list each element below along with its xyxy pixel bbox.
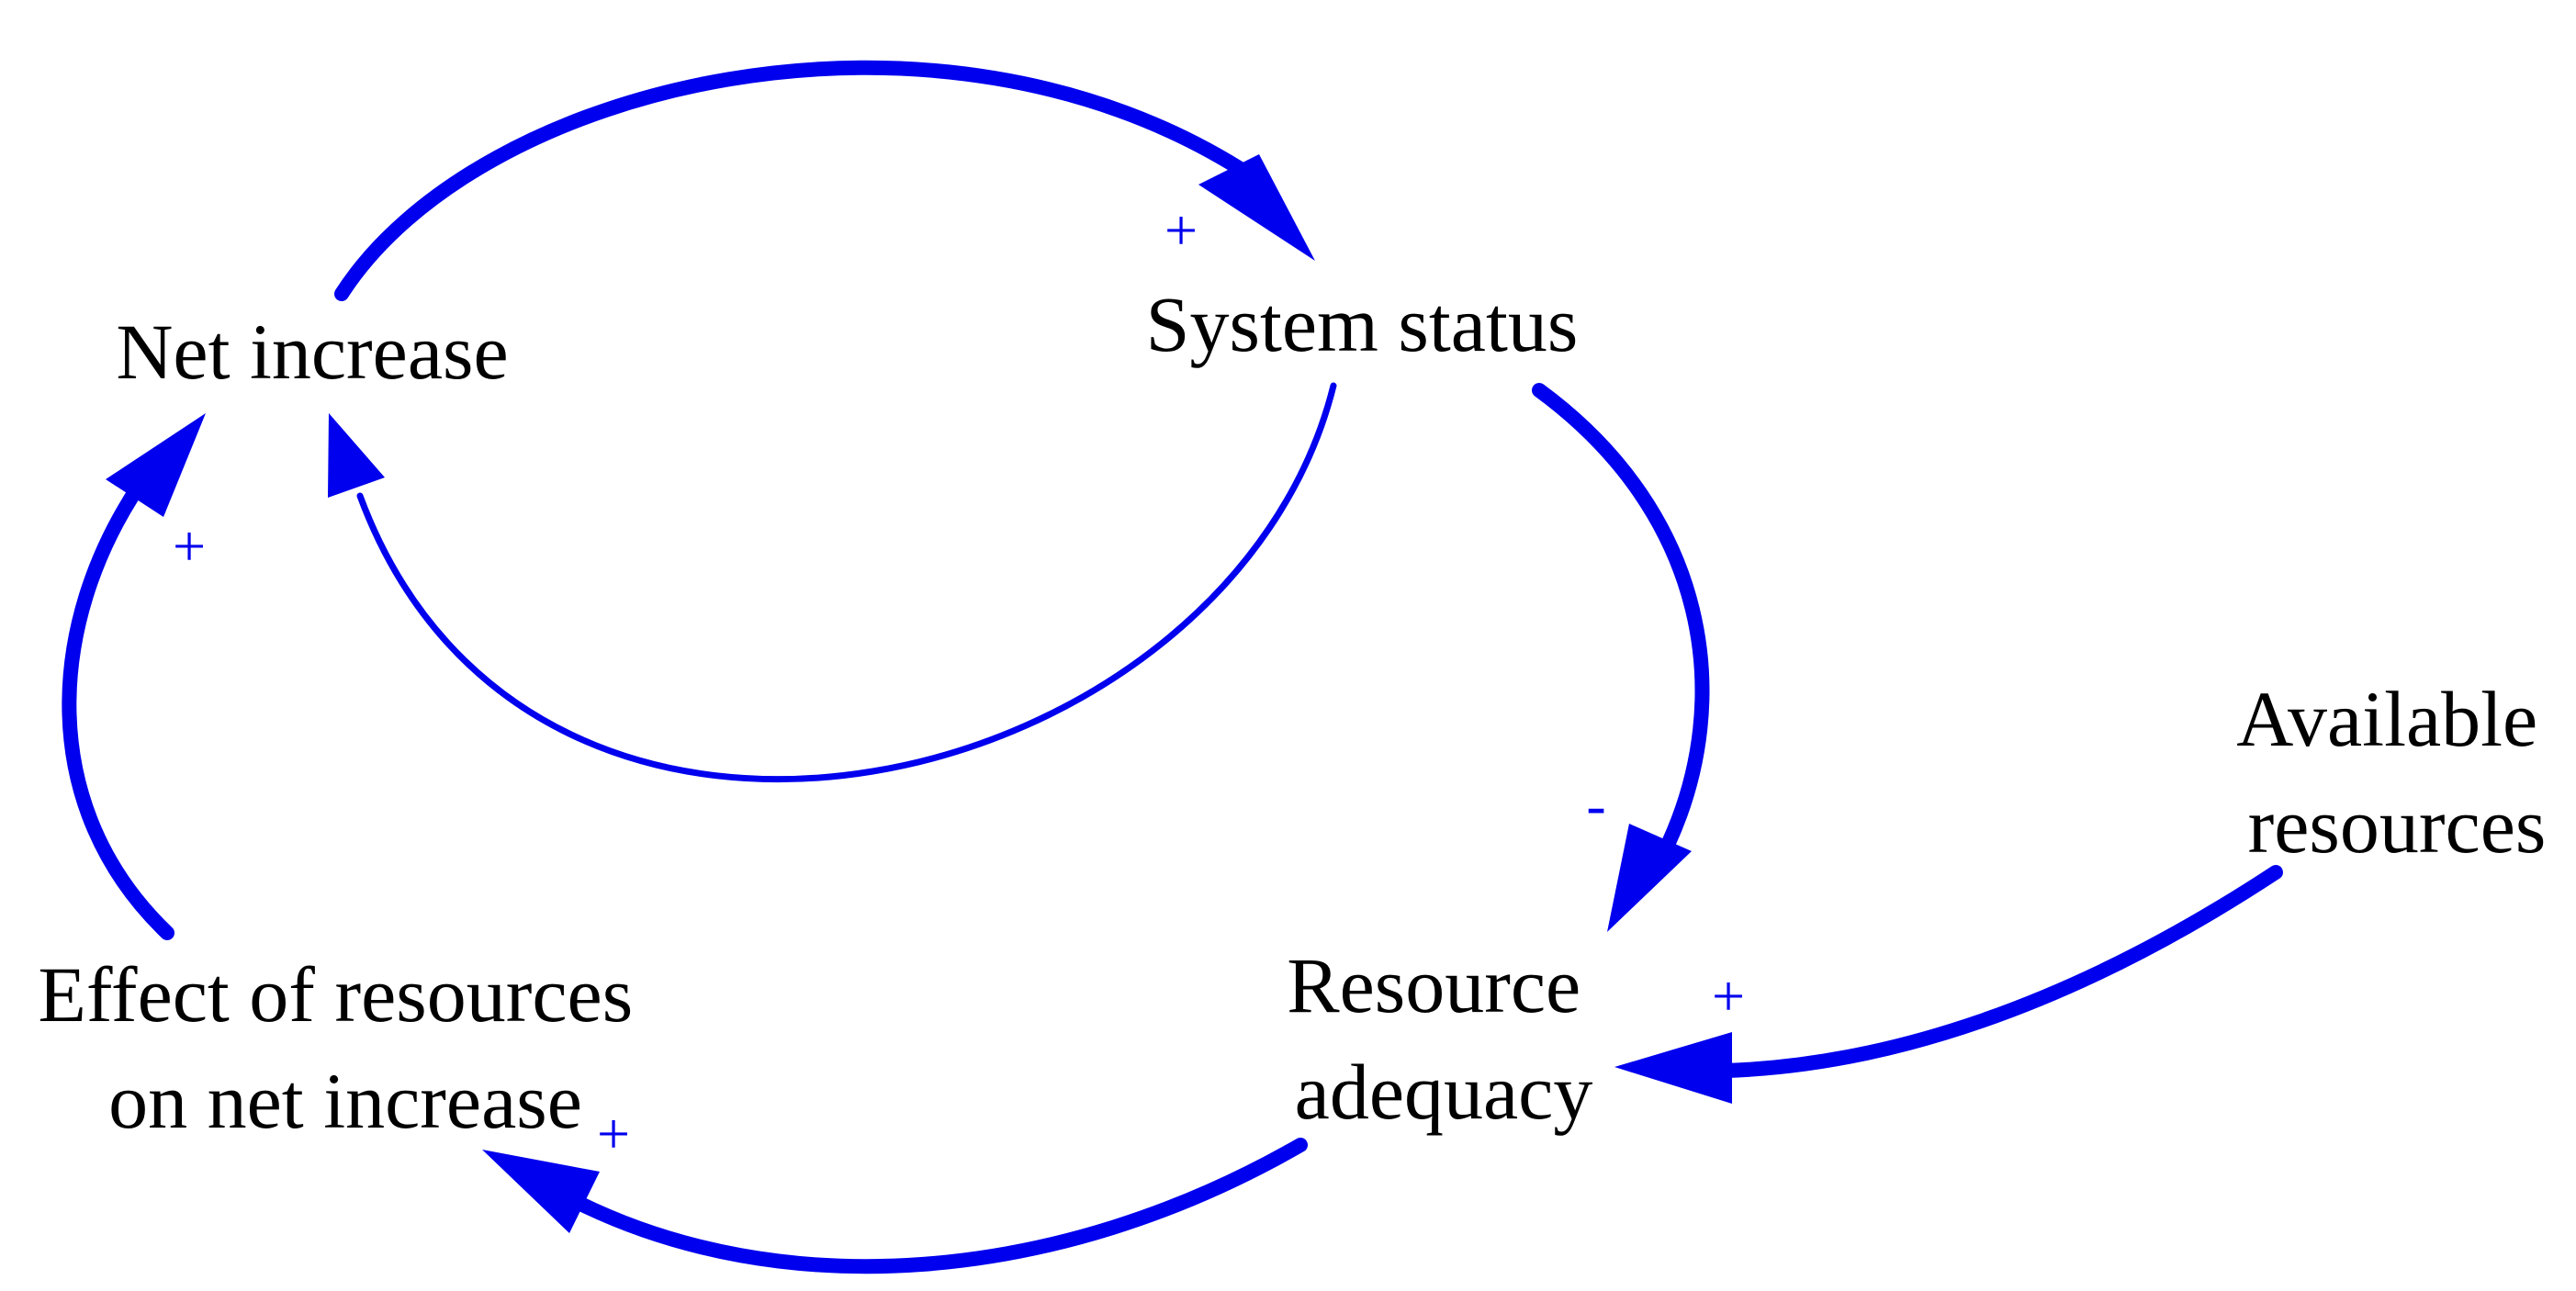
node-effect-of-resources: Effect of resources on net increase: [38, 950, 652, 1145]
node-resource-adequacy-line-1: Resource: [1287, 941, 1580, 1029]
arrowhead-system-status: [1198, 154, 1315, 261]
node-resource-adequacy-line-2: adequacy: [1295, 1048, 1593, 1136]
polarity-effect-to-net-increase: +: [173, 513, 206, 578]
arrowhead-net-increase-left: [106, 413, 206, 517]
arrowhead-effect: [482, 1150, 600, 1233]
link-system-status-to-net-increase: [356, 382, 1337, 783]
link-net-increase-to-system-status: [334, 60, 1256, 301]
node-available-resources-line-1: Available: [2236, 675, 2537, 763]
link-system-status-to-resource-adequacy: [1532, 383, 1710, 852]
node-net-increase: Net increase: [116, 308, 508, 396]
polarity-system-status-to-resource-adequacy: -: [1586, 772, 1605, 837]
polarity-resource-adequacy-to-effect: +: [597, 1101, 630, 1166]
node-resource-adequacy: Resource adequacy: [1287, 941, 1600, 1136]
node-effect-of-resources-line-1: Effect of resources: [38, 950, 633, 1038]
node-labels: Net increase System status Available res…: [38, 280, 2557, 1145]
polarity-net-increase-to-system-status: +: [1164, 197, 1198, 263]
node-effect-of-resources-line-2: on net increase: [108, 1057, 582, 1145]
node-available-resources: Available resources: [2236, 675, 2557, 870]
polarities: + - + + +: [173, 197, 1745, 1166]
arrowhead-net-increase-bottom: [328, 413, 385, 498]
arrowhead-resource-adequacy-top: [1607, 824, 1692, 932]
link-effect-to-net-increase: [62, 477, 174, 940]
polarity-available-resources-to-resource-adequacy: +: [1712, 963, 1745, 1028]
link-resource-adequacy-to-effect: [568, 1138, 1308, 1274]
node-system-status: System status: [1146, 280, 1579, 368]
node-available-resources-line-2: resources: [2248, 781, 2547, 870]
links: [62, 60, 2283, 1274]
link-available-resources-to-resource-adequacy: [1719, 865, 2283, 1078]
arrowhead-resource-adequacy-right: [1614, 1032, 1732, 1104]
